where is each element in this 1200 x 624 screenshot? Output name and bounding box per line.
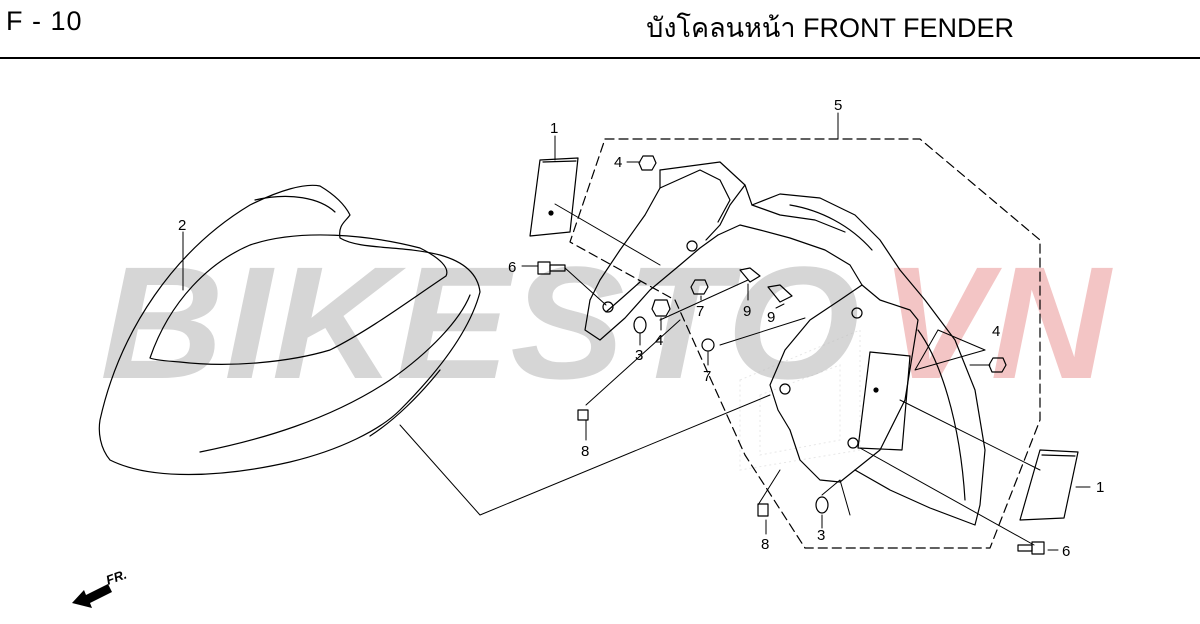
page-title: บังโคลนหน้า FRONT FENDER [646, 13, 1014, 43]
callout-2: 2 [178, 217, 186, 234]
watermark-text-accent: VN [880, 233, 1114, 412]
callout-5: 5 [834, 97, 842, 114]
hardware-items [537, 155, 1045, 555]
background-logo-pattern [739, 329, 861, 471]
callout-3-bottom: 3 [817, 527, 825, 544]
callout-6-left: 6 [508, 259, 516, 276]
title-divider [0, 57, 1200, 59]
callout-4-right: 4 [992, 323, 1000, 340]
callout-9-right: 9 [767, 309, 775, 326]
callout-8-left: 8 [581, 443, 589, 460]
reflector-top [529, 157, 579, 237]
page-code: F - 10 [6, 6, 83, 36]
leader-lines [182, 112, 1091, 551]
callout-1-right: 1 [1096, 479, 1104, 496]
front-direction-arrow: FR. [72, 567, 129, 608]
watermark-text: BIKESTO [100, 233, 860, 412]
callout-8-bottom: 8 [761, 536, 769, 553]
callout-4-mid: 4 [655, 332, 663, 349]
callout-7-upper: 7 [696, 303, 704, 320]
callout-7-lower: 7 [703, 368, 711, 385]
inner-fender-assembly [584, 161, 986, 526]
direction-label: FR. [104, 567, 129, 588]
reflector-right [1019, 449, 1079, 521]
callout-6-bottom: 6 [1062, 543, 1070, 560]
assembly-outline [569, 138, 1041, 549]
callout-1-top: 1 [550, 120, 558, 137]
callout-3-left: 3 [635, 347, 643, 364]
callout-4-top: 4 [614, 154, 622, 171]
front-fender-shell [98, 184, 481, 476]
callout-labels: 1 2 5 4 6 7 9 9 3 4 7 4 8 1 3 8 6 [178, 97, 1104, 560]
arrow-icon [72, 584, 112, 608]
watermark: BIKESTO VN [100, 233, 1114, 412]
callout-9-left: 9 [743, 303, 751, 320]
